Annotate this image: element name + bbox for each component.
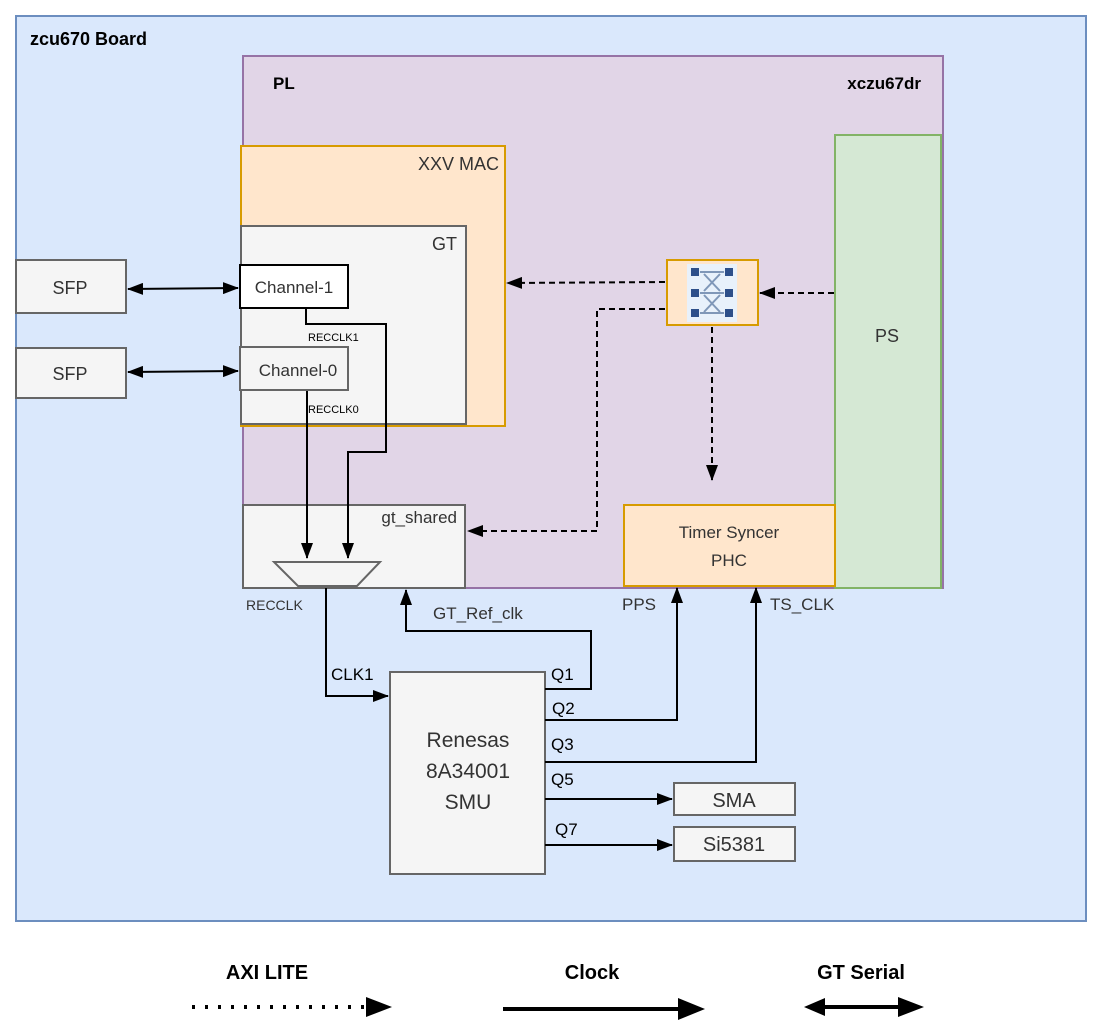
si5381-label: Si5381 bbox=[703, 834, 765, 856]
clk1-label: CLK1 bbox=[331, 665, 374, 684]
channel-0-label: Channel-0 bbox=[259, 361, 337, 380]
board-title: zcu670 Board bbox=[30, 29, 147, 49]
channel-1-block[interactable] bbox=[239, 264, 349, 309]
gt-ref-clk-label: GT_Ref_clk bbox=[433, 604, 523, 623]
recclk-out-label: RECCLK bbox=[246, 597, 303, 613]
legend-gt-serial-arrowhead-left bbox=[804, 998, 825, 1016]
smu-block[interactable] bbox=[389, 671, 546, 875]
q5-label: Q5 bbox=[551, 770, 574, 789]
smu-label-line3: SMU bbox=[445, 791, 492, 814]
smu-label-line2: 8A34001 bbox=[426, 760, 510, 783]
legend-axi-lite-label: AXI LITE bbox=[226, 962, 308, 984]
pps-label: PPS bbox=[622, 595, 656, 614]
legend-gt-serial-label: GT Serial bbox=[817, 962, 905, 984]
q7-label: Q7 bbox=[555, 820, 578, 839]
ps-label: PS bbox=[875, 326, 899, 346]
si5381-block[interactable] bbox=[673, 826, 796, 862]
clk1-line bbox=[325, 588, 389, 702]
timer-syncer-block[interactable] bbox=[623, 504, 836, 587]
ts-clk-label: TS_CLK bbox=[770, 595, 835, 614]
sma-label: SMA bbox=[712, 790, 756, 812]
recclk1-line bbox=[305, 309, 387, 559]
pl-label: PL bbox=[273, 74, 295, 93]
clock-mux bbox=[271, 561, 383, 587]
q2-label: Q2 bbox=[552, 699, 575, 718]
ts-clk-line bbox=[545, 587, 762, 763]
gt-label: GT bbox=[432, 234, 457, 254]
legend-gt-serial-arrowhead-right bbox=[898, 997, 924, 1017]
timer-syncer-label-line1: Timer Syncer bbox=[679, 523, 780, 542]
pps-line bbox=[545, 587, 683, 721]
xxv-mac-label: XXV MAC bbox=[418, 154, 499, 174]
device-part-label: xczu67dr bbox=[847, 74, 921, 93]
recclk1-label: RECCLK1 bbox=[308, 332, 359, 344]
gt-shared-label: gt_shared bbox=[381, 508, 457, 527]
sfp-1-block[interactable] bbox=[15, 259, 127, 314]
legend-clock-arrowhead bbox=[678, 998, 705, 1020]
legend: AXI LITE Clock GT Serial bbox=[192, 962, 924, 1020]
ps-block[interactable] bbox=[834, 134, 942, 589]
sfp-1-label: SFP bbox=[52, 278, 87, 298]
sma-block[interactable] bbox=[673, 782, 796, 816]
q3-label: Q3 bbox=[551, 735, 574, 754]
axi-to-gt-shared bbox=[467, 308, 665, 537]
channel-0-block[interactable] bbox=[239, 346, 349, 391]
timer-syncer-label-line2: PHC bbox=[711, 551, 747, 570]
sfp-0-label: SFP bbox=[52, 364, 87, 384]
gt-serial-link-1 bbox=[127, 282, 239, 295]
legend-clock-label: Clock bbox=[565, 962, 620, 984]
smu-label-line1: Renesas bbox=[427, 729, 510, 752]
gt-ref-clk-line bbox=[400, 589, 592, 690]
channel-1-label: Channel-1 bbox=[255, 278, 333, 297]
axi-interconnect-icon bbox=[687, 264, 737, 322]
q1-label: Q1 bbox=[551, 665, 574, 684]
recclk0-label: RECCLK0 bbox=[308, 404, 359, 416]
legend-axi-lite-arrowhead bbox=[366, 997, 392, 1017]
gt-serial-link-0 bbox=[127, 365, 239, 378]
axi-to-xxv-mac bbox=[506, 276, 666, 289]
sfp-0-block[interactable] bbox=[15, 347, 127, 399]
